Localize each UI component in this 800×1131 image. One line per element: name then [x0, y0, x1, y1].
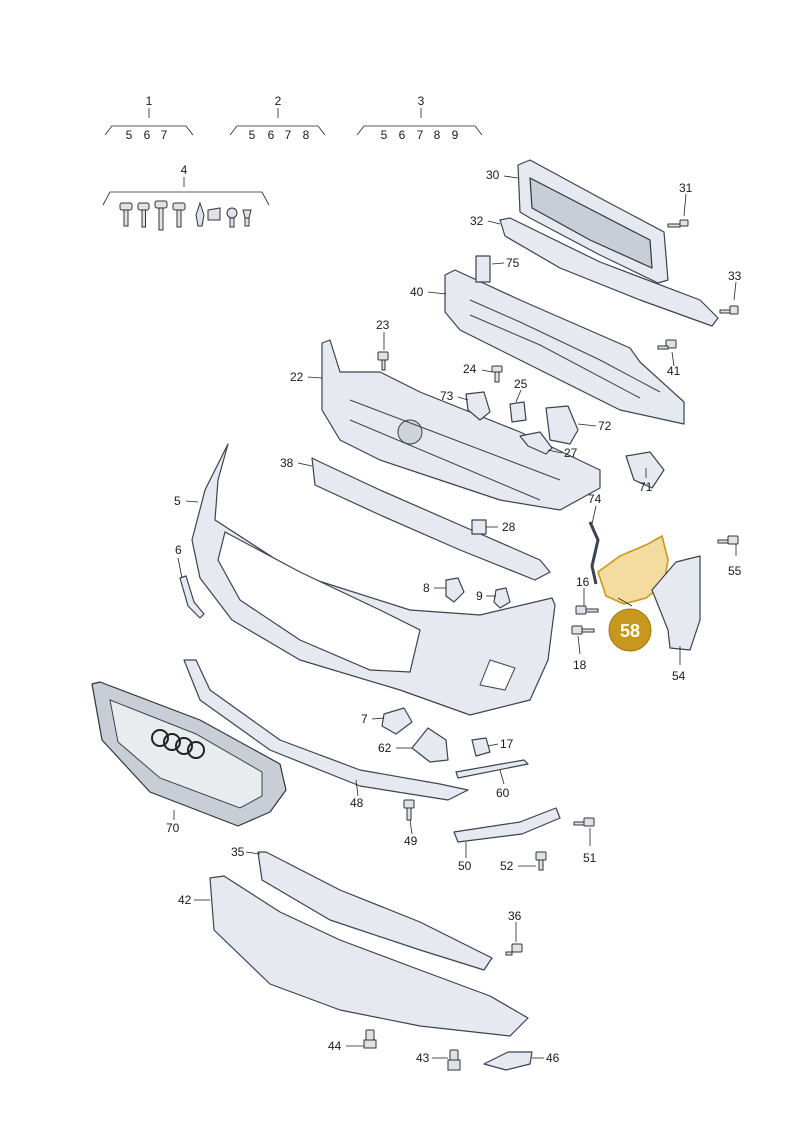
- callout-label: 75: [506, 256, 520, 270]
- impact-absorber: [311, 457, 551, 581]
- callout-label: 50: [458, 859, 472, 873]
- callout-label: 51: [583, 851, 597, 865]
- callout-label: 42: [178, 893, 192, 907]
- bumper-carrier: [321, 339, 601, 511]
- callout-label: 44: [328, 1039, 342, 1053]
- bracket-73: [465, 391, 491, 421]
- callout-label: 16: [576, 575, 590, 589]
- hose-74: [588, 521, 600, 585]
- group-1: 1 5 6 7: [104, 94, 194, 142]
- group-2-member: 5: [249, 128, 256, 142]
- group-2-member: 6: [268, 128, 275, 142]
- group-2-member: 7: [285, 128, 292, 142]
- callout-label: 35: [231, 845, 245, 859]
- callout-label: 41: [667, 364, 681, 378]
- callout-label: 55: [728, 564, 742, 578]
- cross-member: [444, 269, 685, 425]
- grille-insert-62: [411, 727, 449, 763]
- highlight-badge-label: 58: [620, 621, 640, 641]
- bracket-46: [483, 1051, 533, 1071]
- group-3: 3 5 6 7 8 9: [356, 94, 483, 142]
- group-3-member: 8: [434, 128, 441, 142]
- cover-7: [381, 707, 413, 735]
- callout-label: 33: [728, 269, 742, 283]
- clip-8: [445, 577, 465, 603]
- callout-label: 52: [500, 859, 514, 873]
- group-4-label: 4: [181, 163, 188, 177]
- underbody-panel-42: [209, 875, 529, 1037]
- highlight-badge-circle: [608, 608, 652, 652]
- group-1-member: 7: [161, 128, 168, 142]
- group-2-member: 8: [303, 128, 310, 142]
- trim-strip-60: [455, 759, 529, 779]
- clip-9: [493, 587, 511, 609]
- callout-label: 36: [508, 909, 522, 923]
- callout-label: 54: [672, 669, 686, 683]
- bracket-54: [651, 555, 701, 651]
- callout-label: 70: [166, 821, 180, 835]
- callout-label: 46: [546, 1051, 560, 1065]
- group-1-member: 5: [126, 128, 133, 142]
- group-3-member: 9: [452, 128, 459, 142]
- callout-label: 38: [280, 456, 294, 470]
- callout-label: 32: [470, 214, 484, 228]
- callout-label: 30: [486, 168, 500, 182]
- grille-frame-upper: [517, 159, 669, 284]
- group-2: 2 5 6 7 8: [229, 94, 326, 142]
- callout-label: 9: [476, 589, 483, 603]
- callout-label: 72: [598, 419, 612, 433]
- air-guide-strip: [499, 217, 719, 327]
- callout-label: 71: [639, 480, 653, 494]
- group-4: 4: [102, 163, 270, 231]
- group-3-label: 3: [418, 94, 425, 108]
- bumper-cover: [191, 443, 556, 716]
- highlighted-part-58: [597, 534, 669, 605]
- group-3-member: 6: [399, 128, 406, 142]
- group-3-member: 7: [417, 128, 424, 142]
- callout-label: 17: [500, 737, 514, 751]
- group-3-member: 5: [381, 128, 388, 142]
- bracket-71: [625, 451, 665, 489]
- callout-label: 27: [564, 446, 578, 460]
- trim-strip-50: [453, 807, 561, 843]
- leader-lines: [173, 175, 737, 1059]
- callout-label: 49: [404, 834, 418, 848]
- spoiler-trim-48: [183, 659, 469, 801]
- callout-labels: 30 31 32 75 33 40 41 23 22 24 25 73 72 2…: [166, 168, 742, 1065]
- radiator-grille: [91, 681, 287, 827]
- group-1-member: 6: [144, 128, 151, 142]
- holder-25: [509, 401, 527, 423]
- callout-label: 73: [440, 389, 454, 403]
- sensor-72: [545, 405, 579, 445]
- bracket-75: [475, 255, 491, 283]
- group-2-label: 2: [275, 94, 282, 108]
- clip-17: [471, 737, 491, 757]
- air-deflector-35: [257, 851, 493, 971]
- callout-label: 23: [376, 318, 390, 332]
- callout-label: 22: [290, 370, 304, 384]
- callout-label: 7: [361, 712, 368, 726]
- callout-label: 8: [423, 581, 430, 595]
- callout-label: 43: [416, 1051, 430, 1065]
- callout-label: 24: [463, 362, 477, 376]
- callout-label: 18: [573, 658, 587, 672]
- callout-label: 74: [588, 492, 602, 506]
- callout-label: 60: [496, 786, 510, 800]
- fastener-set-icon: [119, 200, 252, 231]
- callout-label: 62: [378, 741, 392, 755]
- callout-label: 6: [175, 543, 182, 557]
- callout-label: 48: [350, 796, 364, 810]
- group-1-label: 1: [146, 94, 153, 108]
- callout-label: 25: [514, 377, 528, 391]
- clip-28: [471, 519, 487, 535]
- cable-27: [519, 431, 553, 455]
- callout-label: 5: [174, 494, 181, 508]
- screw-icons: [363, 219, 739, 1071]
- callout-label: 40: [410, 285, 424, 299]
- highlight-badge: 58: [608, 608, 652, 652]
- side-guide: [179, 575, 205, 619]
- callout-label: 28: [502, 520, 516, 534]
- callout-label: 31: [679, 181, 693, 195]
